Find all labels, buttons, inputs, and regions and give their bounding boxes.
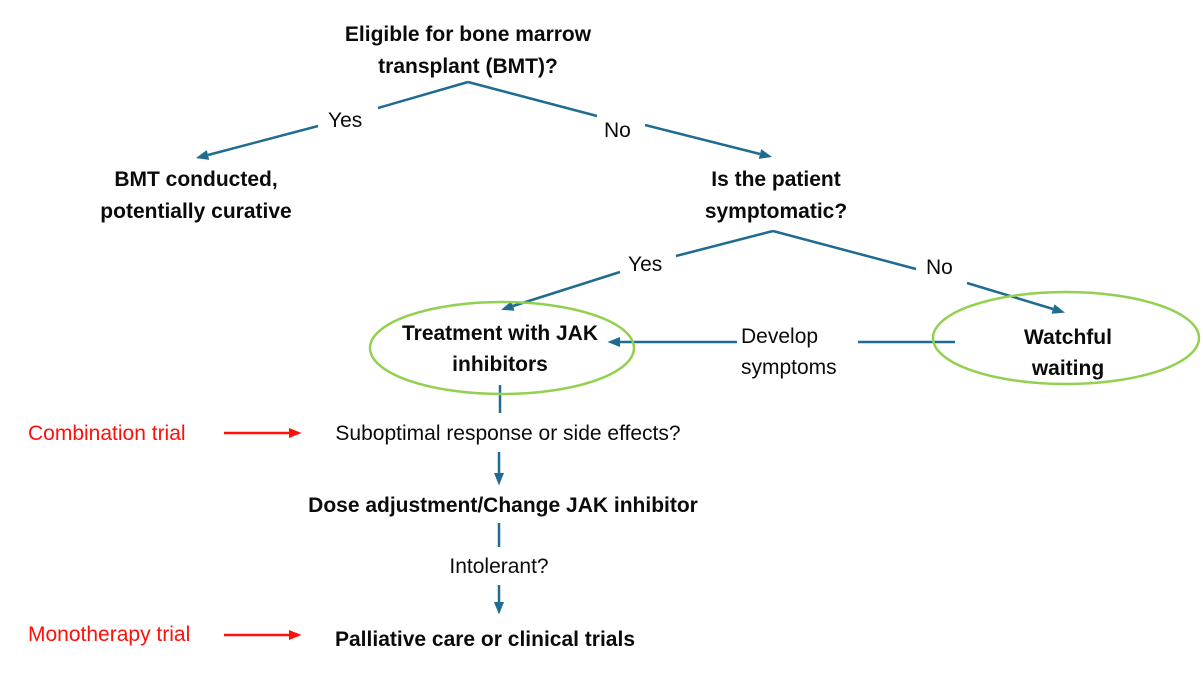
edge-root-yes-arrow bbox=[195, 124, 319, 160]
edge-root-no-arrow bbox=[644, 123, 773, 159]
node-jak-treatment: Treatment with JAK inhibitors bbox=[401, 322, 599, 376]
edge-label-symptomatic-no: No bbox=[926, 256, 953, 279]
node-root-question: Eligible for bone marrow transplant (BMT… bbox=[344, 23, 592, 78]
annotation-monotherapy-trial: Monotherapy trial bbox=[28, 623, 191, 646]
edge-label-root-no: No bbox=[604, 119, 631, 142]
node-suboptimal-question: Suboptimal response or side effects? bbox=[335, 422, 681, 445]
node-symptomatic-question: Is the patient symptomatic? bbox=[704, 168, 848, 223]
jak-treatment-ellipse bbox=[368, 300, 636, 396]
edge-label-root-yes: Yes bbox=[328, 109, 363, 132]
edge-label-symptomatic-yes: Yes bbox=[628, 253, 663, 276]
node-palliative-care: Palliative care or clinical trials bbox=[335, 628, 635, 651]
edge-label-develop-symptoms: Develop symptoms bbox=[741, 325, 837, 379]
edge-symptomatic-yes-arrow bbox=[501, 270, 621, 311]
edge-symptomatic-no-upper bbox=[772, 229, 917, 271]
watchful-waiting-ellipse bbox=[931, 290, 1201, 386]
edge-root-no-upper bbox=[467, 80, 598, 118]
node-intolerant-question: Intolerant? bbox=[449, 555, 549, 578]
node-watchful-waiting: Watchful waiting bbox=[1024, 326, 1112, 380]
node-bmt-outcome: BMT conducted, potentially curative bbox=[100, 168, 292, 223]
edge-symptomatic-yes-upper bbox=[675, 229, 774, 258]
edge-root-yes-upper bbox=[377, 80, 469, 110]
annotation-combination-trial: Combination trial bbox=[28, 422, 186, 445]
node-dose-adjustment: Dose adjustment/Change JAK inhibitor bbox=[308, 494, 698, 517]
